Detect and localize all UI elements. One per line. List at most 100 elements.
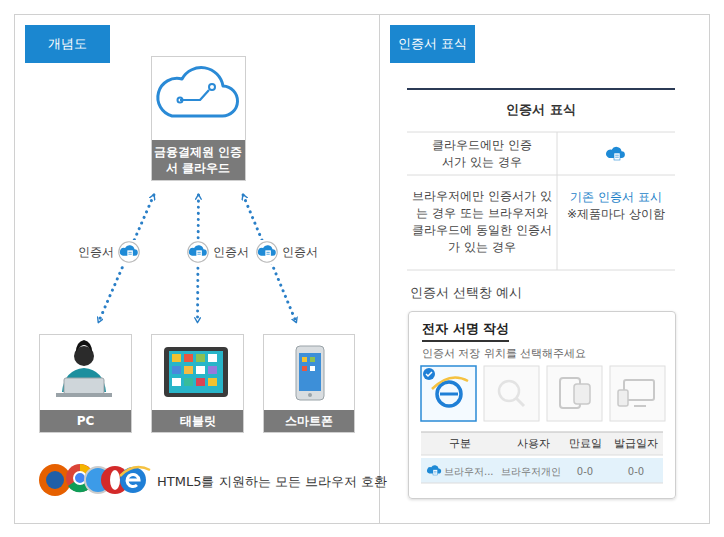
mark-table [606,147,625,160]
panel: 개념도금융결제원 인증서 클라우드PC태블릿스마트폰 [14,14,380,524]
selector-window-art [574,384,590,404]
cloud-icon [158,68,238,116]
selector-window-art [421,483,663,484]
cloud-icon [178,98,183,103]
phone-icon [302,366,307,371]
mark-table [407,132,675,133]
selector-window-art [421,455,663,456]
selector-window-art [610,366,665,421]
selector-window-art [421,458,663,483]
window-hint: 인증서 저장 위치를 선택해주세요 [422,346,587,361]
cert-icon [118,241,140,263]
mark-table [407,175,675,176]
tablet-icon [172,378,181,386]
phone-icon [296,346,324,400]
edge-label-text: 인증서 [213,244,249,261]
browser-icons [46,471,64,489]
tablet-icon [184,378,193,386]
browser-icons [127,475,139,487]
tablet-icon [196,366,205,374]
cert-icon [188,242,208,262]
box-label: 금융결제원 인증서 클라우드 [152,140,245,180]
pc-user-icon [76,340,92,352]
mark-table [407,88,675,90]
selector-window-art [432,377,468,389]
column-header: 사용자 [517,436,550,452]
selector-window-art [421,432,663,433]
browser-icons [120,467,146,493]
selector-window-art [421,366,665,483]
mark-table [557,132,558,270]
edge-label: 인증서 [254,240,320,264]
column-header: 구분 [449,436,471,452]
table-cell: 기존 인증서 표시 [570,189,662,206]
tablet-icon [164,347,228,397]
selector-window-art [484,366,539,421]
phone-icon [302,357,307,362]
selector-window-art [634,405,646,407]
cert-icon [256,241,278,263]
cert-icon [119,242,139,262]
box-label: PC [40,410,131,432]
pc-user-icon [64,378,104,394]
table-cell: 브라우저... [444,464,494,479]
mark-table [407,89,675,270]
tablet-icon [184,354,193,362]
pc-user-icon [56,393,112,397]
cloud-icon [180,90,209,100]
table-cell: 브라우저에만 인증서가 있는 경우 또는 브라우저와 클라우드에 동일한 인증서… [409,188,555,256]
tablet-icon [164,347,228,397]
table-note: ※제품마다 상이함 [567,206,665,223]
box-label: 태블릿 [152,410,243,432]
phone-icon [308,393,312,397]
selector-window-art [437,382,461,406]
table-cell: 클라우드에만 인증서가 있는 경우 [427,137,537,171]
column-header: 발급일자 [614,436,658,452]
edge-label-text: 인증서 [282,244,318,261]
selector-window-art [440,393,458,396]
column-header: 만료일 [569,436,602,452]
tablet-icon [208,366,217,374]
selector-window-art [426,372,432,376]
edge-label: 인증서 [185,240,251,264]
selector-window-art [516,398,524,406]
table-cell: 브라우저개인 [501,464,561,479]
mark-table [407,270,675,271]
selector-window-art [427,465,441,475]
section-label: 인증서 선택창 예시 [410,284,522,302]
selector-window-art [423,368,435,380]
table-header: 인증서 표식 [407,101,675,119]
cloud-icon [209,84,215,90]
cert-icon [257,242,277,262]
box-label: 스마트폰 [264,410,354,432]
phone-icon [310,357,315,362]
pc-user-icon [56,340,112,397]
tablet-icon [196,354,205,362]
cloud-box: 금융결제원 인증서 클라우드 [151,56,246,181]
selector-window-art [421,432,663,455]
edge-label-text: 인증서 [78,244,114,261]
phone-icon [296,346,324,400]
selector-window-art [547,366,602,421]
browser-icons [120,467,150,476]
device-box: PC [39,334,132,433]
phone-icon [299,353,321,391]
device-box: 태블릿 [151,334,244,433]
browser-icons [39,464,150,496]
tablet-icon [208,354,217,362]
tablet-icon [208,378,217,386]
panel-tab: 인증서 표식 [390,25,475,63]
selector-window-art [421,366,476,421]
tablet-icon [172,366,181,374]
table-cell: 0-0 [577,464,593,479]
selector-window-art [618,390,628,406]
cert-icon [187,241,209,263]
tablet-icon [196,378,205,386]
table-cell: 0-0 [628,464,644,479]
tablet-icon [172,354,181,362]
cloud-icon [158,68,238,116]
window-title: 전자 서명 작성 [422,320,509,342]
